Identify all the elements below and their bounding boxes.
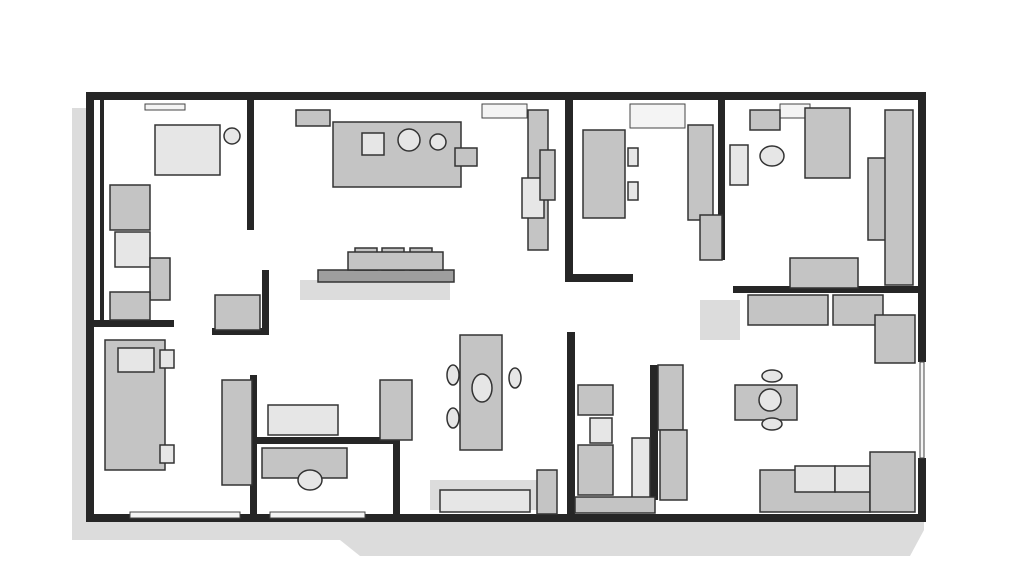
vent: [295, 109, 331, 127]
side-table: [627, 181, 639, 201]
wardrobe: [221, 379, 253, 486]
bathroom-vanity: [154, 124, 221, 176]
shower: [109, 291, 151, 321]
toilet: [223, 127, 241, 145]
sink: [114, 231, 151, 268]
stool: [761, 369, 783, 383]
kitchen-island: [332, 121, 462, 188]
plant: [758, 388, 782, 412]
counter: [574, 496, 656, 514]
pillow: [117, 347, 155, 373]
counter: [454, 147, 478, 167]
side-table: [627, 147, 639, 167]
cushion: [794, 465, 836, 493]
outer-walls: [86, 92, 926, 522]
chair: [508, 367, 522, 389]
bench: [747, 294, 829, 326]
cabinet: [109, 184, 151, 231]
cabinet: [577, 444, 614, 496]
toilet: [297, 469, 323, 491]
armchair: [869, 451, 916, 513]
stool: [361, 132, 385, 156]
toilet-tank: [749, 109, 781, 131]
counter: [347, 251, 444, 271]
counter: [539, 149, 556, 201]
sofa: [582, 129, 626, 219]
cabinet: [214, 294, 261, 331]
interior-walls: [94, 100, 923, 522]
vanity: [729, 144, 749, 186]
shelf: [687, 124, 714, 221]
bathtub: [149, 257, 171, 301]
sink: [589, 417, 613, 444]
sink: [759, 145, 785, 167]
bench: [439, 489, 531, 513]
desk: [789, 257, 859, 289]
vase: [471, 373, 493, 403]
windows: [129, 103, 811, 519]
pot: [397, 128, 421, 152]
counter: [577, 384, 614, 416]
chair: [446, 407, 460, 429]
shelf: [657, 364, 684, 431]
furniture: [104, 107, 916, 515]
chair: [446, 364, 460, 386]
window: [919, 361, 925, 459]
cabinet: [804, 107, 851, 179]
sink-counter: [267, 404, 339, 436]
shelf: [379, 379, 413, 441]
wardrobe: [884, 109, 914, 286]
bowl: [429, 133, 447, 151]
cabinet: [874, 314, 916, 364]
cabinet: [536, 469, 558, 515]
bench: [317, 269, 455, 283]
nightstand: [159, 349, 175, 369]
cabinet: [659, 429, 688, 501]
cabinet: [699, 214, 723, 261]
cushion: [834, 465, 871, 493]
nightstand: [159, 444, 175, 464]
washer: [631, 437, 651, 499]
stool: [761, 417, 783, 431]
